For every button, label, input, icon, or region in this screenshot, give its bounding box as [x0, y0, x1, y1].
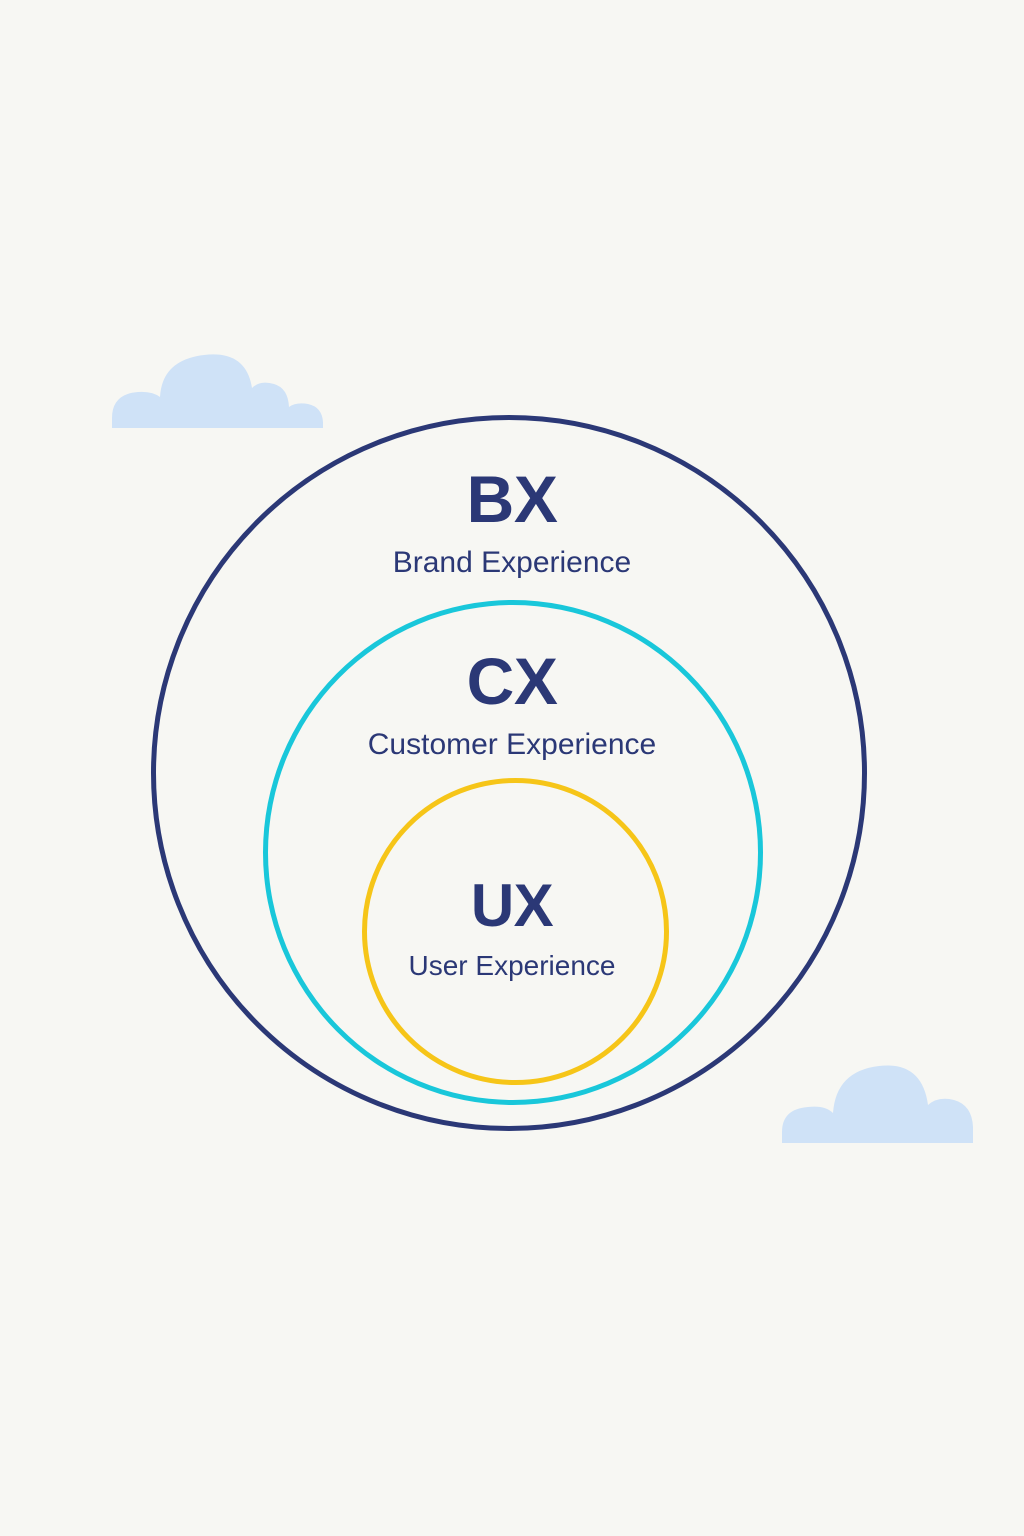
- label-bx-full: Brand Experience: [392, 546, 632, 579]
- cloud-icon: [112, 334, 328, 428]
- label-customer-experience: CX Customer Experience: [212, 648, 812, 760]
- label-bx-abbr: BX: [466, 462, 558, 536]
- label-user-experience: UX User Experience: [212, 876, 812, 980]
- ring-brand-experience: [151, 415, 867, 1131]
- ring-customer-experience: [263, 600, 763, 1105]
- label-ux-abbr: UX: [470, 872, 554, 939]
- label-ux-full: User Experience: [408, 950, 616, 981]
- ring-user-experience: [362, 778, 669, 1085]
- cloud-icon: [782, 1047, 1012, 1143]
- label-brand-experience: BX Brand Experience: [212, 466, 812, 578]
- label-cx-full: Customer Experience: [367, 728, 657, 761]
- label-cx-abbr: CX: [466, 644, 558, 718]
